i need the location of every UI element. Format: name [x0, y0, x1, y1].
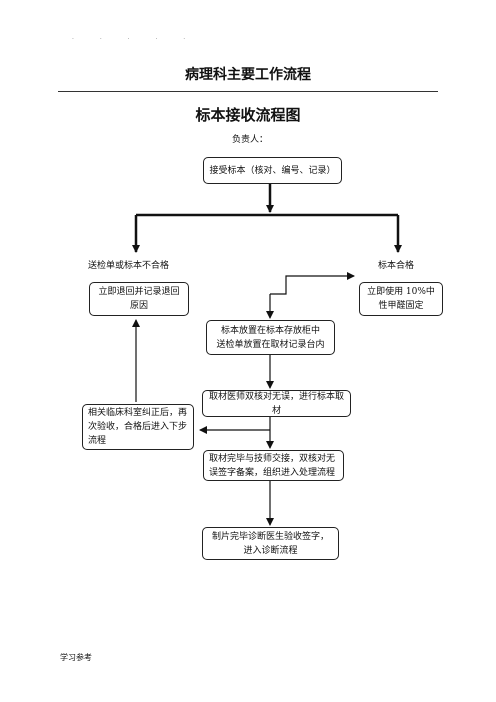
flowchart-title: 标本接收流程图	[195, 106, 301, 124]
header-marks: · · · · ·	[72, 36, 198, 43]
header-rule	[58, 91, 438, 92]
branch-fail-label: 送检单或标本不合格	[88, 261, 170, 271]
node-handover: 取材完毕与技师交接，双核对无误签字备案，组织进入处理流程	[203, 450, 344, 481]
branch-pass-label: 标本合格	[378, 261, 415, 271]
owner-label: 负责人：	[232, 135, 269, 145]
node-clinic-correct: 相关临床科室纠正后，再次验收，合格后进入下步流程	[82, 404, 194, 450]
node-return-record: 立即退回并记录退回原因	[89, 282, 189, 316]
node-diagnosis: 制片完毕诊断医生验收签字，进入诊断流程	[202, 527, 339, 560]
node-receive-specimen: 接受标本（核对、编号、记录）	[203, 157, 342, 184]
footer-text: 学习参考	[60, 653, 92, 662]
document-title: 病理科主要工作流程	[185, 67, 311, 83]
node-store-specimen: 标本放置在标本存放柜中 送检单放置在取材记录台内	[206, 320, 335, 355]
node-grossing: 取材医师双核对无误，进行标本取材	[202, 390, 351, 417]
connector-to-fixation	[270, 272, 355, 295]
node-fix-formalin: 立即使用 10%中性甲醛固定	[359, 282, 443, 316]
